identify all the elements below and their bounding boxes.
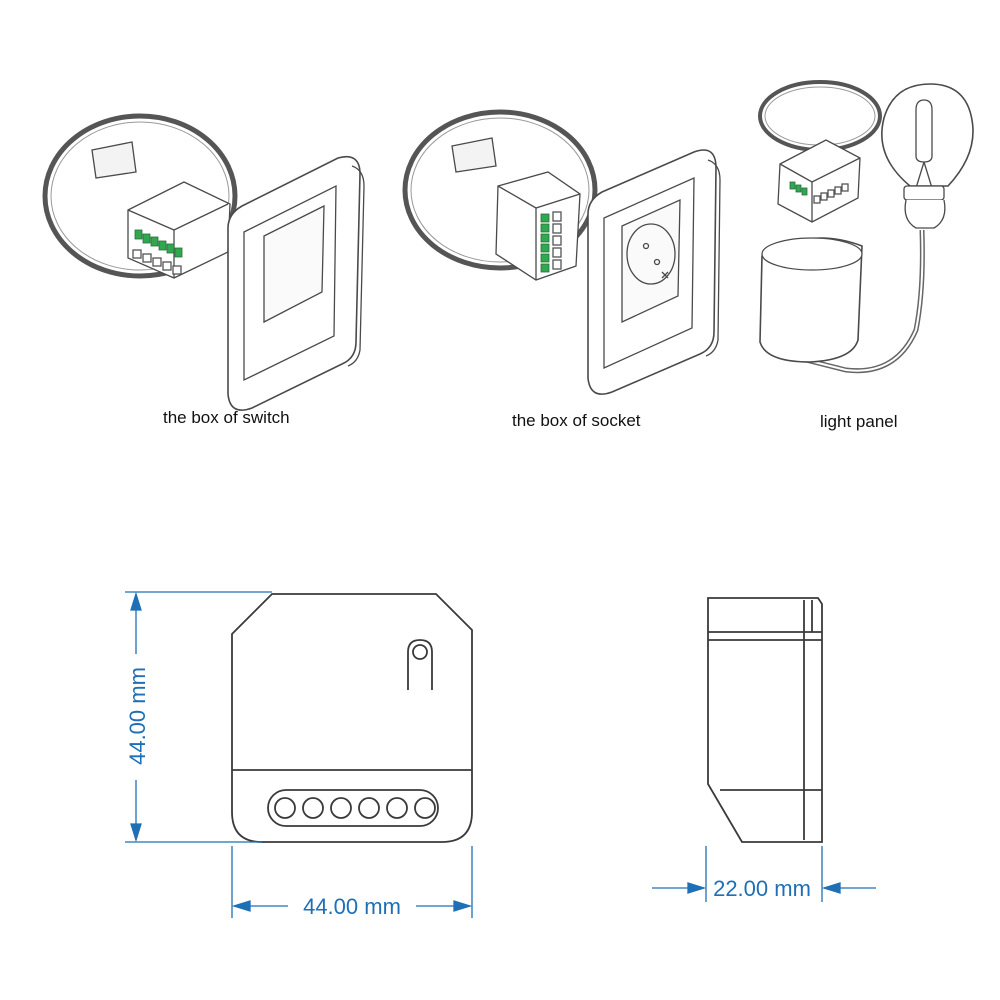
caption-socket-box: the box of socket: [512, 411, 641, 430]
relay-module: [495, 171, 581, 281]
wall-ring: [402, 109, 598, 271]
relay-module: [777, 139, 861, 223]
caption-switch-box: the box of switch: [163, 408, 290, 427]
terminal-strip: [267, 789, 439, 827]
switch-plate: [227, 155, 365, 411]
caption-light-panel: light panel: [820, 412, 898, 431]
depth-label: 22.00 mm: [713, 876, 811, 901]
switch-box-illustration: [42, 113, 365, 411]
light-bulb-icon: [881, 83, 974, 229]
depth-dimension: [652, 846, 876, 902]
wall-ring: [42, 113, 238, 279]
front-view-drawing: [231, 593, 473, 843]
ceiling-ring: [758, 80, 882, 152]
height-dimension: [125, 591, 272, 843]
ceiling-cup: [759, 237, 863, 363]
width-dimension: [231, 846, 473, 918]
socket-box-illustration: [402, 109, 721, 395]
terminal-holes: [274, 797, 436, 819]
height-label: 44.00 mm: [125, 667, 150, 765]
side-view-drawing: [707, 597, 823, 843]
side-body-outline: [707, 597, 823, 843]
front-body-outline: [231, 593, 473, 843]
width-label: 44.00 mm: [303, 894, 401, 919]
light-panel-illustration: [758, 80, 974, 374]
socket-outlet-icon: [626, 223, 676, 285]
relay-module: [127, 181, 231, 279]
status-led-icon: [407, 639, 433, 690]
socket-plate: [587, 149, 721, 395]
